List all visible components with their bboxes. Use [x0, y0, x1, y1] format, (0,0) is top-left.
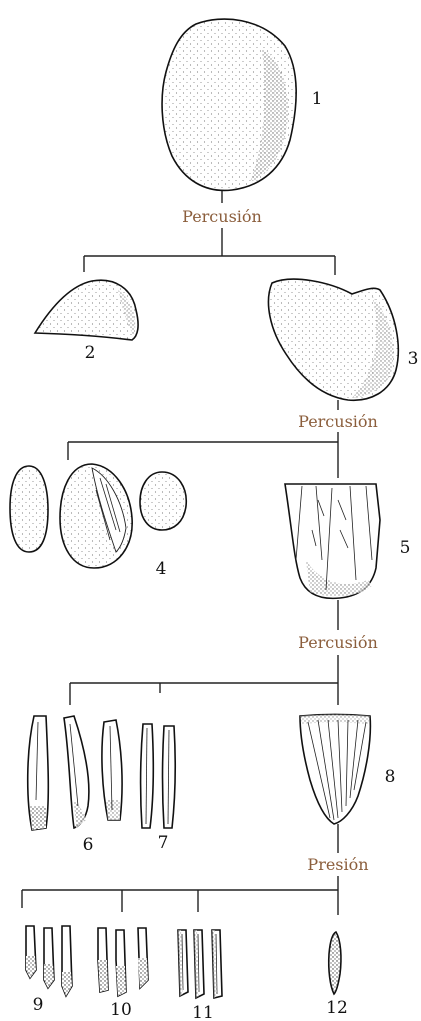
item-number-2: 2 [85, 343, 96, 363]
exhausted-core-drawing [329, 932, 341, 994]
blades-drawing [28, 716, 122, 830]
item-number-8: 8 [385, 767, 396, 787]
item-number-1: 1 [312, 89, 323, 109]
item-number-12: 12 [326, 998, 348, 1018]
bladelets-drawing [141, 724, 176, 828]
item-number-5: 5 [400, 538, 411, 558]
micro-bladelets-10 [98, 928, 148, 996]
item-number-9: 9 [33, 995, 44, 1015]
item-number-4: 4 [156, 559, 167, 579]
item-number-10: 10 [110, 1000, 132, 1020]
micro-bladelets-9 [26, 926, 72, 996]
item-number-11: 11 [192, 1003, 214, 1021]
flake-drawing [35, 280, 138, 340]
small-core-drawing [300, 715, 370, 825]
nodule-drawing [162, 19, 296, 190]
micro-bladelets-11 [178, 930, 222, 998]
prismatic-core-drawing [285, 484, 380, 598]
step-label-3: Percusión [298, 633, 378, 652]
item-number-7: 7 [158, 833, 169, 853]
item-number-6: 6 [83, 835, 94, 855]
step-label-1: Percusión [182, 207, 262, 226]
step-label-4: Presión [307, 855, 368, 874]
item-number-3: 3 [408, 349, 419, 369]
core-drawing [268, 279, 398, 400]
step-label-2: Percusión [298, 412, 378, 431]
pebbles-drawing [10, 464, 186, 568]
